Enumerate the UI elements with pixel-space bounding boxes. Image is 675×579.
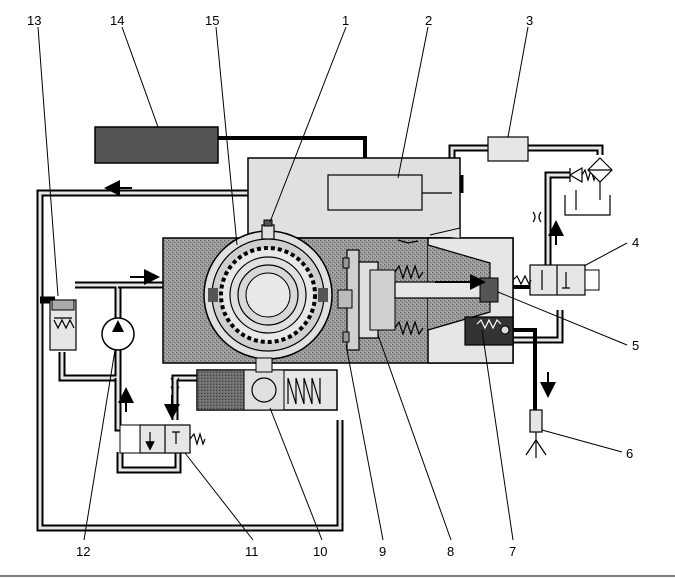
- component-6-nozzle: [525, 409, 547, 458]
- callout-14: 14: [110, 13, 124, 28]
- callout-10: 10: [313, 544, 327, 559]
- component-7-valve: [464, 316, 514, 346]
- rotor-assembly: [203, 219, 333, 360]
- callout-5: 5: [632, 338, 639, 353]
- callout-1: 1: [342, 13, 349, 28]
- callout-8: 8: [447, 544, 454, 559]
- callout-labels: 13 14 15 1 2 3 4 5 6 7 8 9 10 11 12: [27, 13, 639, 559]
- component-4-valve: [512, 264, 600, 296]
- callout-13: 13: [27, 13, 41, 28]
- component-11-solenoid-valve: [119, 424, 206, 454]
- callout-3: 3: [526, 13, 533, 28]
- orifices: [170, 211, 542, 389]
- component-13-relief-valve: [49, 299, 77, 351]
- component-12-pump: [101, 317, 135, 351]
- callout-11: 11: [245, 544, 259, 559]
- callout-12: 12: [76, 544, 90, 559]
- leader-lines: [37, 26, 628, 541]
- flow-arrows: [104, 180, 564, 420]
- callout-7: 7: [509, 544, 516, 559]
- component-3-filter: [487, 136, 529, 162]
- callout-6: 6: [626, 446, 633, 461]
- callout-15: 15: [205, 13, 219, 28]
- wedge-top: [429, 227, 461, 238]
- callout-9: 9: [379, 544, 386, 559]
- component-10-cylinder: [196, 357, 338, 411]
- tank-assembly: [564, 157, 613, 216]
- component-2-box: [327, 174, 423, 211]
- component-14-reservoir: [94, 126, 219, 164]
- callout-4: 4: [632, 235, 639, 250]
- callout-2: 2: [425, 13, 432, 28]
